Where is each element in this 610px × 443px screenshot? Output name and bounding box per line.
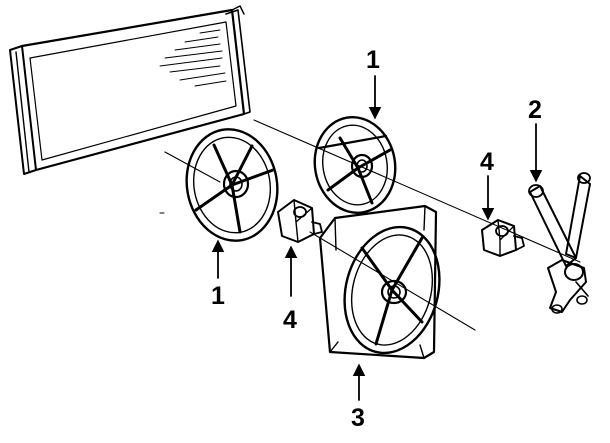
callout-label-motor-right: 4 (480, 148, 494, 176)
motor-right (481, 219, 525, 257)
motor-left (277, 199, 323, 243)
callout-label-motor-bracket: 2 (528, 96, 542, 124)
callout-arrows (211, 75, 543, 401)
callout-label-fan-blade-right: 1 (366, 46, 380, 74)
motor-bracket (528, 172, 591, 314)
callout-label-motor-left: 4 (283, 306, 297, 334)
radiator (9, 5, 251, 175)
shroud (318, 204, 441, 360)
callout-label-shroud: 3 (351, 404, 365, 432)
fan-blade-left (185, 128, 279, 242)
callout-label-fan-blade-left: 1 (211, 282, 225, 310)
fan-blade-right (313, 116, 397, 214)
